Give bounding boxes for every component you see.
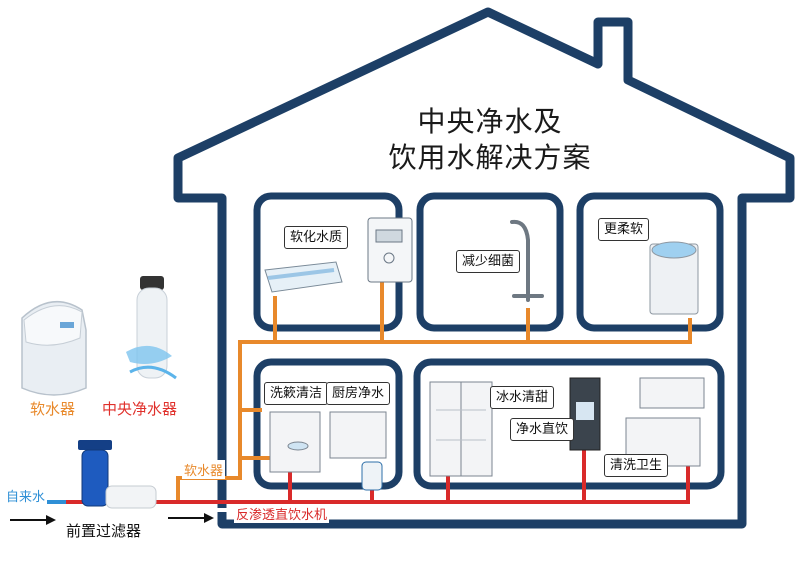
ro-pipe-label: 反渗透直饮水机 (234, 504, 330, 523)
central-purifier-label: 中央净水器 (102, 400, 178, 418)
bathtub-icon (264, 261, 343, 293)
callout-ice-water: 冰水清甜 (490, 386, 555, 409)
diagram-title-line1: 中央净水及 (417, 105, 563, 138)
kitchen-sink-icon (329, 411, 387, 491)
softener-label: 软水器 (30, 400, 76, 418)
callout-softer: 更柔软 (598, 218, 650, 241)
tap-water-label: 自来水 (4, 486, 48, 505)
water-heater-icon (367, 217, 413, 283)
pre-filter-icon (78, 440, 157, 509)
callout-direct-drink: 净水直饮 (510, 418, 575, 441)
callout-kitchen-water: 厨房净水 (326, 382, 391, 405)
water-dispenser-icon (569, 377, 601, 451)
flow-arrow-icon (10, 513, 214, 525)
callout-clean: 清洗卫生 (604, 454, 669, 477)
callout-soften: 软化水质 (284, 226, 349, 249)
diagram-title-line2: 饮用水解决方案 (388, 141, 592, 174)
vanity-cabinet-icon (269, 411, 321, 473)
softener-pipe-label: 软水器 (182, 460, 226, 479)
faucet-icon (510, 219, 544, 302)
house-outline (173, 7, 795, 529)
callout-wash: 洗簌清洁 (264, 382, 329, 405)
callout-reduce-bacteria: 减少细菌 (456, 250, 521, 273)
washing-machine-icon (649, 241, 699, 315)
prefilter-label: 前置过滤器 (66, 522, 142, 540)
central-purifier-icon (126, 276, 177, 380)
water-softener-icon (21, 300, 87, 396)
refrigerator-icon (429, 381, 493, 477)
